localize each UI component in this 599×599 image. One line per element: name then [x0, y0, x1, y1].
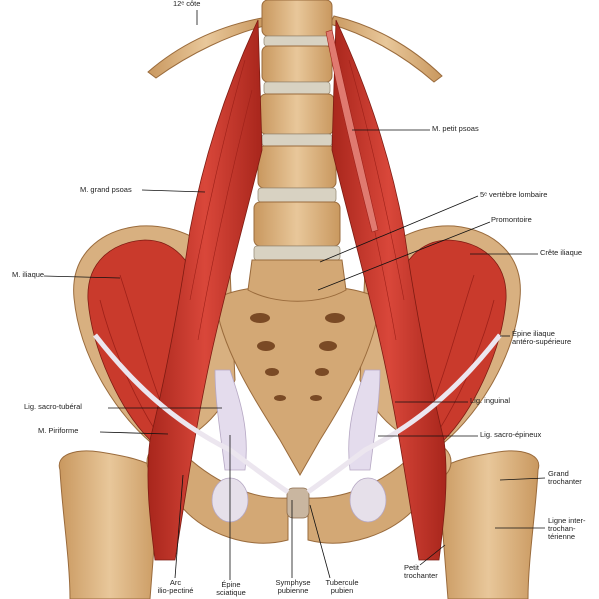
label-promontoire: Promontoire	[491, 215, 532, 224]
leader-grand-troch	[499, 477, 546, 481]
label-ligne-inter-l3: térienne	[548, 531, 576, 541]
label-iliaque: M. iliaque	[12, 270, 45, 279]
leader-piriforme	[99, 431, 169, 435]
leader-tubercule	[309, 504, 331, 579]
leader-iliaque	[43, 275, 121, 279]
lumbar-spine	[247, 0, 347, 302]
sacrum	[214, 284, 381, 477]
label-petit-troch-l1: Petit	[404, 563, 420, 572]
label-epine: Épine iliaque antéro-supérieure	[512, 330, 571, 346]
label-symphyse-l2: pubienne	[277, 585, 309, 595]
label-sacro-epineux: Lig. sacro-épineux	[480, 430, 542, 439]
label-epine-l2: antéro-supérieure	[512, 336, 572, 346]
psoas-major-left	[147, 19, 263, 561]
label-petit-psoas: M. petit psoas	[432, 124, 479, 133]
label-vertebre5: 5ᵉ vertèbre lombaire	[480, 190, 548, 199]
label-grand-troch-l2: trochanter	[548, 476, 582, 486]
label-epine-sciatique: Épine sciatique	[207, 581, 255, 597]
inguinal-ligaments	[93, 333, 502, 495]
label-arc-l2: ilio-pectiné	[157, 585, 194, 595]
label-tubercule-l2: pubien	[330, 585, 354, 595]
label-grand-troch: Grand trochanter	[548, 470, 582, 486]
label-ligne-inter-l1: Ligne inter-	[548, 516, 586, 525]
label-arc: Arc ilio-pectiné	[148, 579, 203, 595]
label-symphyse-l1: Symphyse	[275, 578, 311, 587]
psoas-minor-right	[325, 29, 379, 233]
label-tubercule: Tubercule pubien	[316, 579, 368, 595]
label-petit-troch-l2: trochanter	[404, 570, 438, 580]
leader-vertebre5	[319, 195, 479, 263]
leader-grand-psoas	[141, 189, 206, 193]
label-epine-l1: Épine iliaque	[512, 329, 555, 338]
label-inguinal: Lig. inguinal	[470, 396, 511, 405]
label-epine-sciatique-l1: Épine	[221, 580, 241, 589]
leader-promontoire	[317, 221, 491, 291]
label-grand-psoas: M. grand psoas	[80, 185, 132, 194]
label-ligne-inter-l2: trochan-	[548, 523, 576, 533]
label-petit-troch: Petit trochanter	[404, 564, 438, 580]
label-crete: Crête iliaque	[540, 248, 583, 257]
label-ligne-inter: Ligne inter- trochan- térienne	[548, 517, 586, 541]
label-tubercule-l1: Tubercule	[325, 578, 359, 587]
label-cote12: 12ᵉ côte	[173, 0, 201, 8]
label-arc-l1: Arc	[169, 578, 182, 587]
label-grand-troch-l1: Grand	[548, 469, 569, 478]
label-symphyse: Symphyse pubienne	[268, 579, 318, 595]
leader-petit-troch	[419, 544, 446, 566]
label-epine-sciatique-l2: sciatique	[216, 587, 246, 597]
label-piriforme: M. Piriforme	[38, 426, 79, 435]
leader-arc	[174, 474, 184, 579]
label-sacro-tuberal: Lig. sacro-tubéral	[24, 402, 82, 411]
